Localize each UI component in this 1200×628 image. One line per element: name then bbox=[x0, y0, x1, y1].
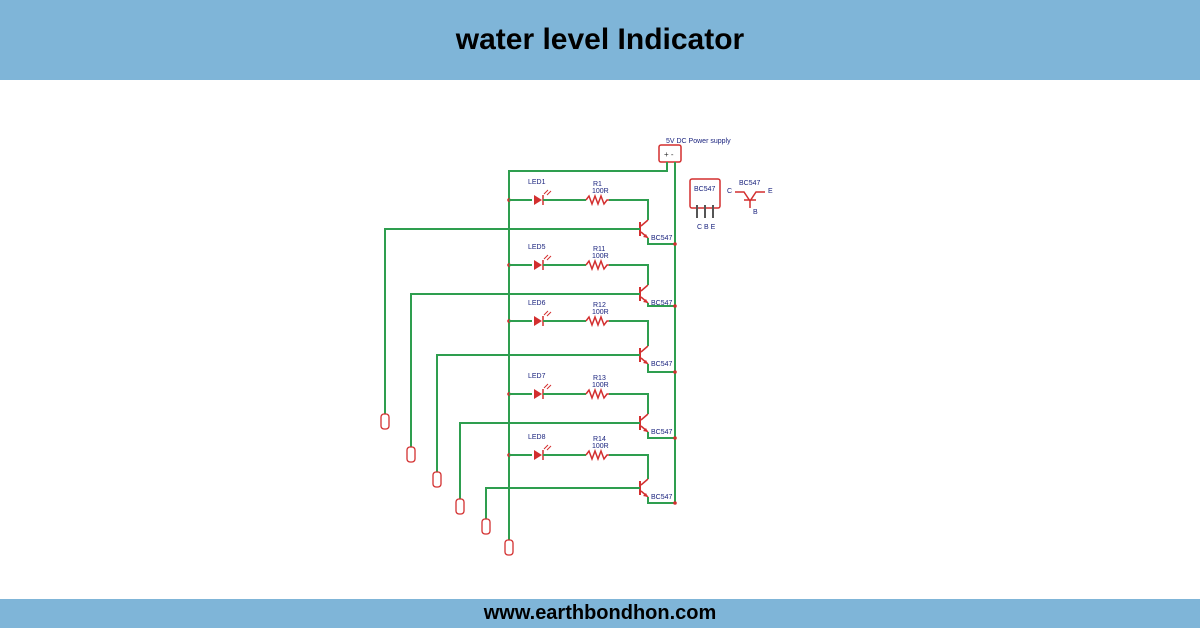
transistor-icon bbox=[640, 478, 649, 498]
emitter-arrow bbox=[643, 493, 648, 497]
package-label: BC547 bbox=[694, 186, 716, 193]
transistor-icon bbox=[640, 284, 649, 304]
transistor-label: BC547 bbox=[651, 235, 673, 242]
emitter-wire bbox=[647, 238, 675, 245]
water-probe-icon bbox=[455, 498, 465, 515]
resistor-value: 100R bbox=[592, 443, 609, 450]
resistor-label: R11 bbox=[593, 246, 605, 253]
resistor-value: 100R bbox=[592, 253, 609, 260]
resistor-icon bbox=[585, 193, 609, 207]
common-probe-icon bbox=[504, 539, 514, 556]
resistor-label: R12 bbox=[593, 302, 606, 309]
symbol-e-label: E bbox=[768, 188, 773, 195]
transistor-label: BC547 bbox=[651, 361, 673, 368]
collector-wire bbox=[609, 393, 649, 414]
power-supply-connector bbox=[658, 144, 682, 163]
led-label: LED8 bbox=[528, 434, 546, 441]
transistor-label: BC547 bbox=[651, 429, 673, 436]
led-label: LED7 bbox=[528, 373, 546, 380]
emitter-wire bbox=[647, 432, 675, 439]
emitter-wire bbox=[647, 364, 675, 373]
transistor-label: BC547 bbox=[651, 494, 673, 501]
resistor-icon bbox=[585, 448, 609, 462]
power-terminals-label: + - bbox=[664, 150, 674, 159]
emitter-arrow bbox=[643, 299, 648, 303]
junction-dot bbox=[673, 501, 677, 505]
page-title: water level Indicator bbox=[455, 23, 745, 56]
header-banner: water level Indicator bbox=[0, 0, 1200, 80]
transistor-icon bbox=[640, 219, 649, 239]
emitter-arrow bbox=[643, 234, 648, 238]
led-light-arrows bbox=[543, 444, 552, 451]
emitter-arrow bbox=[643, 428, 648, 432]
collector-wire bbox=[609, 320, 649, 346]
base-probe-wire bbox=[384, 228, 640, 414]
package-pins-label: C B E bbox=[697, 224, 716, 231]
water-probe-icon bbox=[380, 413, 390, 430]
emitter-arrow bbox=[643, 360, 648, 364]
base-probe-wire bbox=[436, 354, 640, 472]
junction-dot bbox=[673, 436, 677, 440]
base-probe-wire bbox=[410, 293, 640, 447]
transistor-symbol-icon bbox=[735, 191, 765, 208]
led-light-arrows bbox=[543, 310, 552, 317]
resistor-icon bbox=[585, 387, 609, 401]
led-label: LED5 bbox=[528, 244, 546, 251]
transistor-package-icon bbox=[689, 178, 721, 209]
resistor-icon bbox=[585, 258, 609, 272]
transistor-icon bbox=[640, 413, 649, 433]
emitter-wire bbox=[647, 303, 675, 307]
led-light-arrows bbox=[543, 254, 552, 261]
resistor-label: R13 bbox=[593, 375, 606, 382]
junction-dot bbox=[673, 242, 677, 246]
power-supply-label: 5V DC Power supply bbox=[666, 138, 731, 145]
symbol-c-label: C bbox=[727, 188, 732, 195]
resistor-label: R14 bbox=[593, 436, 606, 443]
water-probe-icon bbox=[432, 471, 442, 488]
led-label: LED6 bbox=[528, 300, 546, 307]
led-icon bbox=[534, 260, 542, 270]
led-light-arrows bbox=[543, 189, 552, 196]
led-icon bbox=[534, 450, 542, 460]
emitter-wire bbox=[647, 497, 675, 504]
website-url: www.earthbondhon.com bbox=[483, 602, 717, 624]
led-icon bbox=[534, 195, 542, 205]
collector-wire bbox=[609, 199, 649, 220]
base-probe-wire bbox=[485, 487, 640, 519]
collector-wire bbox=[609, 454, 649, 479]
junction-dot bbox=[673, 304, 677, 308]
transistor-label: BC547 bbox=[651, 300, 673, 307]
led-icon bbox=[534, 316, 542, 326]
symbol-b-label: B bbox=[753, 209, 758, 216]
led-icon bbox=[534, 389, 542, 399]
footer-banner: www.earthbondhon.com bbox=[0, 599, 1200, 628]
led-label: LED1 bbox=[528, 179, 546, 186]
led-light-arrows bbox=[543, 383, 552, 390]
collector-wire bbox=[609, 264, 649, 285]
resistor-label: R1 bbox=[593, 181, 602, 188]
transistor-icon bbox=[640, 345, 649, 365]
water-probe-icon bbox=[481, 518, 491, 535]
junction-dot bbox=[673, 370, 677, 374]
base-probe-wire bbox=[459, 422, 640, 499]
resistor-value: 100R bbox=[592, 188, 609, 195]
water-probe-icon bbox=[406, 446, 416, 463]
resistor-value: 100R bbox=[592, 309, 609, 316]
resistor-value: 100R bbox=[592, 382, 609, 389]
resistor-icon bbox=[585, 314, 609, 328]
symbol-label: BC547 bbox=[739, 180, 761, 187]
